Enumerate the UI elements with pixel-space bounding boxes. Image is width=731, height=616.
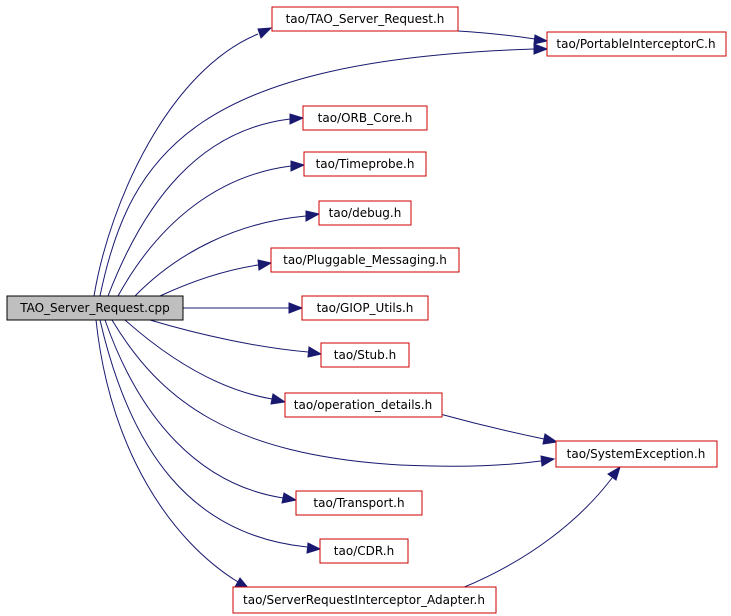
- arrowhead: [533, 34, 549, 45]
- edge-root-to-stub-h: [149, 319, 309, 353]
- nodes: TAO_Server_Request.cpp tao/TAO_Server_Re…: [6, 6, 727, 614]
- node-label: tao/TAO_Server_Request.h: [286, 12, 445, 26]
- edge-root-to-portable-interceptor-c-h: [99, 48, 535, 297]
- node-label: tao/debug.h: [329, 206, 402, 220]
- node-cdr-h[interactable]: tao/CDR.h: [319, 538, 409, 564]
- node-operation-details-h[interactable]: tao/operation_details.h: [284, 392, 443, 418]
- node-tao-server-request-h[interactable]: tao/TAO_Server_Request.h: [271, 6, 459, 32]
- node-transport-h[interactable]: tao/Transport.h: [295, 490, 423, 516]
- arrowhead: [257, 27, 273, 39]
- node-label: tao/GIOP_Utils.h: [317, 301, 414, 315]
- edges: [93, 27, 621, 590]
- node-label: tao/Stub.h: [334, 348, 396, 362]
- edge-root-to-tao-server-request-h: [93, 33, 259, 297]
- arrowhead: [542, 433, 559, 445]
- node-label: tao/ServerRequestInterceptor_Adapter.h: [243, 593, 485, 607]
- arrowhead: [533, 43, 549, 55]
- arrowhead: [607, 465, 621, 481]
- node-label: tao/PortableInterceptorC.h: [556, 37, 715, 51]
- edge-root-to-pluggable-messaging-h: [159, 264, 259, 297]
- edge-root-to-operation-details-h: [124, 319, 273, 400]
- node-portable-interceptor-c-h[interactable]: tao/PortableInterceptorC.h: [546, 31, 727, 57]
- node-system-exception-h[interactable]: tao/SystemException.h: [555, 440, 718, 468]
- node-giop-utils-h[interactable]: tao/GIOP_Utils.h: [301, 295, 429, 321]
- edge-root-to-cdr-h: [99, 319, 308, 548]
- arrowhead: [289, 113, 305, 125]
- node-pluggable-messaging-h[interactable]: tao/Pluggable_Messaging.h: [270, 247, 460, 273]
- arrowhead: [270, 393, 287, 405]
- edge-tao-server-request-h-to-portable-interceptor-c-h: [457, 30, 536, 40]
- node-label: tao/SystemException.h: [567, 447, 706, 461]
- node-root-tao-server-request-cpp[interactable]: TAO_Server_Request.cpp: [6, 295, 184, 321]
- edge-server-request-interceptor-adapter-h-to-system-exception-h: [461, 477, 613, 589]
- edge-operation-details-h-to-system-exception-h: [439, 413, 545, 440]
- node-label: tao/CDR.h: [334, 544, 394, 558]
- node-timeprobe-h[interactable]: tao/Timeprobe.h: [303, 151, 427, 177]
- node-stub-h[interactable]: tao/Stub.h: [320, 342, 410, 368]
- node-server-request-interceptor-adapter-h[interactable]: tao/ServerRequestInterceptor_Adapter.h: [232, 586, 497, 614]
- node-label: tao/Pluggable_Messaging.h: [283, 253, 447, 267]
- edge-root-to-transport-h: [104, 319, 284, 499]
- edge-root-to-server-request-interceptor-adapter-h: [95, 319, 239, 583]
- arrowhead: [305, 210, 321, 222]
- node-label: TAO_Server_Request.cpp: [19, 301, 170, 315]
- arrowhead: [288, 302, 304, 314]
- edge-root-to-system-exception-h: [111, 319, 542, 467]
- edge-root-to-timeprobe-h: [117, 165, 292, 297]
- edge-root-to-orb-core-h: [107, 118, 291, 297]
- arrowhead: [281, 492, 298, 504]
- node-label: tao/operation_details.h: [294, 398, 432, 412]
- arrowhead: [290, 160, 306, 172]
- arrowhead: [306, 542, 322, 554]
- node-label: tao/Transport.h: [313, 496, 404, 510]
- edge-root-to-debug-h: [134, 215, 307, 297]
- node-label: tao/Timeprobe.h: [316, 157, 415, 171]
- node-label: tao/ORB_Core.h: [318, 111, 413, 125]
- arrowhead: [540, 455, 556, 467]
- node-orb-core-h[interactable]: tao/ORB_Core.h: [302, 105, 428, 131]
- arrowhead: [307, 346, 323, 358]
- arrowhead: [257, 259, 273, 271]
- node-debug-h[interactable]: tao/debug.h: [318, 200, 412, 226]
